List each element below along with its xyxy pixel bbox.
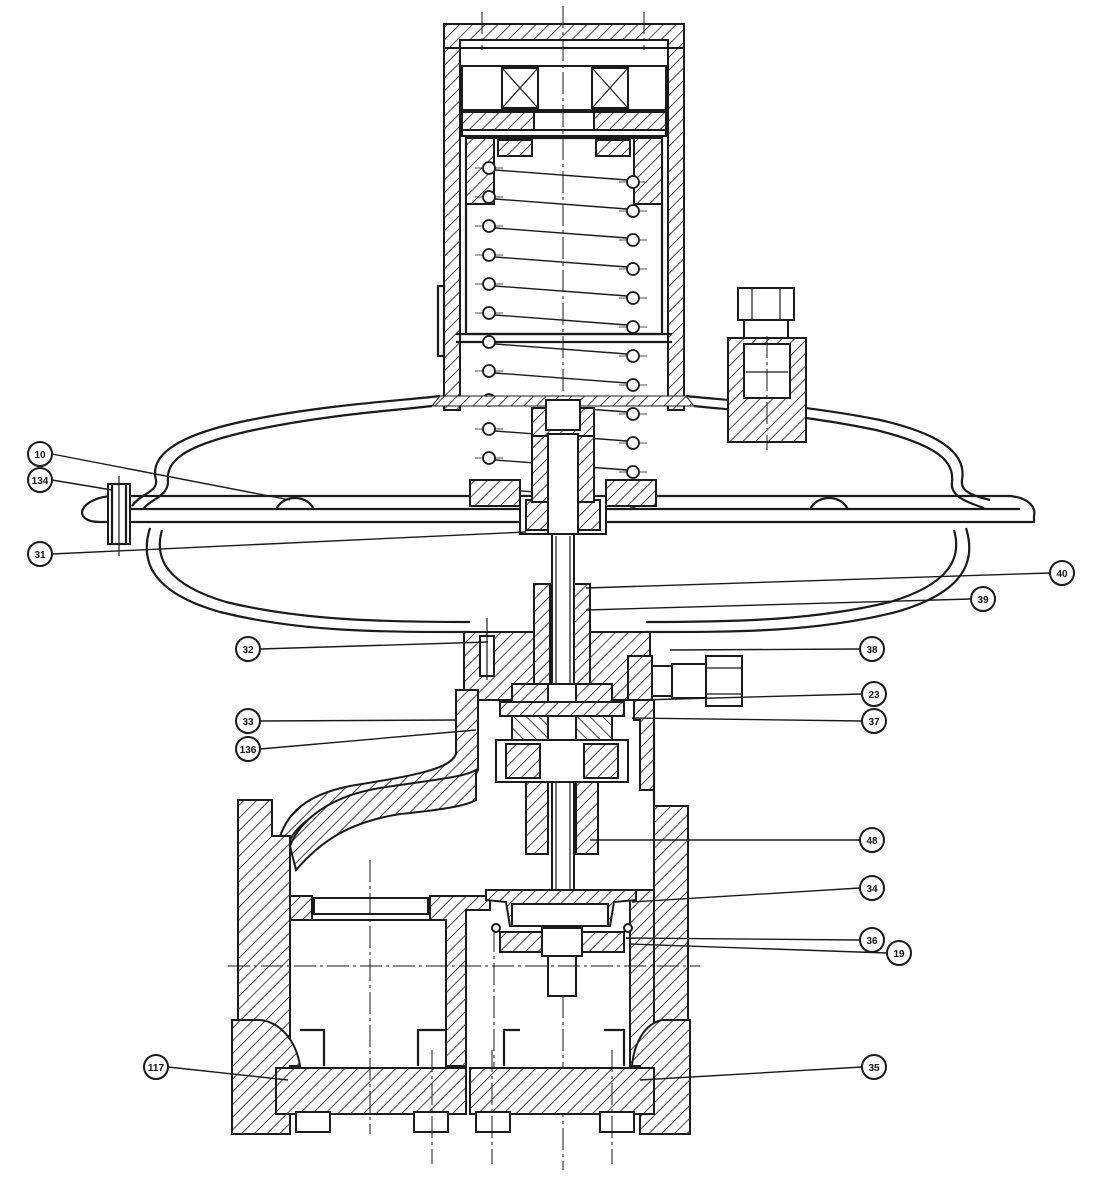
spring-coil-line: [494, 285, 628, 297]
spring-coil-line: [494, 169, 628, 181]
callout-33: 33: [235, 708, 261, 734]
spring-coil-line: [494, 343, 628, 355]
callout-31: 31: [27, 541, 53, 567]
spring-coil-right: [626, 320, 640, 334]
spring-coil-right: [626, 436, 640, 450]
spring-coil-left: [482, 219, 496, 233]
spring-coil-right: [626, 262, 640, 276]
svg-text:48: 48: [866, 836, 878, 847]
callout-34: 34: [859, 875, 885, 901]
spring-coil-left: [482, 161, 496, 175]
spring-coil-left: [482, 248, 496, 262]
spring-coil-line: [494, 372, 628, 384]
svg-text:136: 136: [240, 745, 257, 756]
callout-136: 136: [235, 736, 261, 762]
callout-48: 48: [859, 827, 885, 853]
leader-lines: [51, 453, 1051, 1081]
spring-coil-right: [626, 233, 640, 247]
spring-coil-right: [626, 407, 640, 421]
svg-text:40: 40: [1056, 569, 1068, 580]
spring-coil-right: [626, 465, 640, 479]
spring-coil-right: [626, 291, 640, 305]
bonnet: [274, 618, 656, 855]
svg-text:39: 39: [977, 595, 989, 606]
svg-text:117: 117: [148, 1063, 165, 1074]
callout-40: 40: [1049, 560, 1075, 586]
svg-text:38: 38: [866, 645, 878, 656]
spring-coil-left: [482, 277, 496, 291]
svg-text:23: 23: [868, 690, 880, 701]
spring-coil-left: [482, 422, 496, 436]
callout-38: 38: [859, 636, 885, 662]
svg-text:10: 10: [34, 450, 46, 461]
svg-text:134: 134: [32, 476, 49, 487]
spring-coil-left: [482, 306, 496, 320]
callout-10: 10: [27, 441, 53, 467]
svg-text:34: 34: [866, 884, 878, 895]
callout-37: 37: [861, 708, 887, 734]
svg-text:35: 35: [868, 1063, 880, 1074]
spring-coil-right: [626, 349, 640, 363]
callout-32: 32: [235, 636, 261, 662]
valve-body: [228, 768, 700, 1164]
callout-19: 19: [886, 940, 912, 966]
spring-coil-right: [626, 175, 640, 189]
svg-text:32: 32: [242, 645, 254, 656]
callout-117: 117: [143, 1054, 169, 1080]
spring-coil-left: [482, 451, 496, 465]
svg-text:31: 31: [34, 550, 46, 561]
spring-coil-right: [626, 204, 640, 218]
svg-text:37: 37: [868, 717, 880, 728]
callout-23: 23: [861, 681, 887, 707]
callout-39: 39: [970, 586, 996, 612]
spring-coil-line: [494, 314, 628, 326]
spring-coil-left: [482, 335, 496, 349]
svg-text:36: 36: [866, 936, 878, 947]
spring-coil-line: [494, 227, 628, 239]
spring-coil-left: [482, 364, 496, 378]
spring-coil-right: [626, 378, 640, 392]
svg-text:33: 33: [242, 717, 254, 728]
svg-text:19: 19: [893, 949, 905, 960]
spring-coil-left: [482, 190, 496, 204]
vent-fitting: [727, 287, 807, 450]
callout-36: 36: [859, 927, 885, 953]
callout-35: 35: [861, 1054, 887, 1080]
spring-coil-line: [494, 198, 628, 210]
spring-coil-line: [494, 256, 628, 268]
spring-housing: [436, 23, 685, 411]
callout-134: 134: [27, 467, 53, 493]
